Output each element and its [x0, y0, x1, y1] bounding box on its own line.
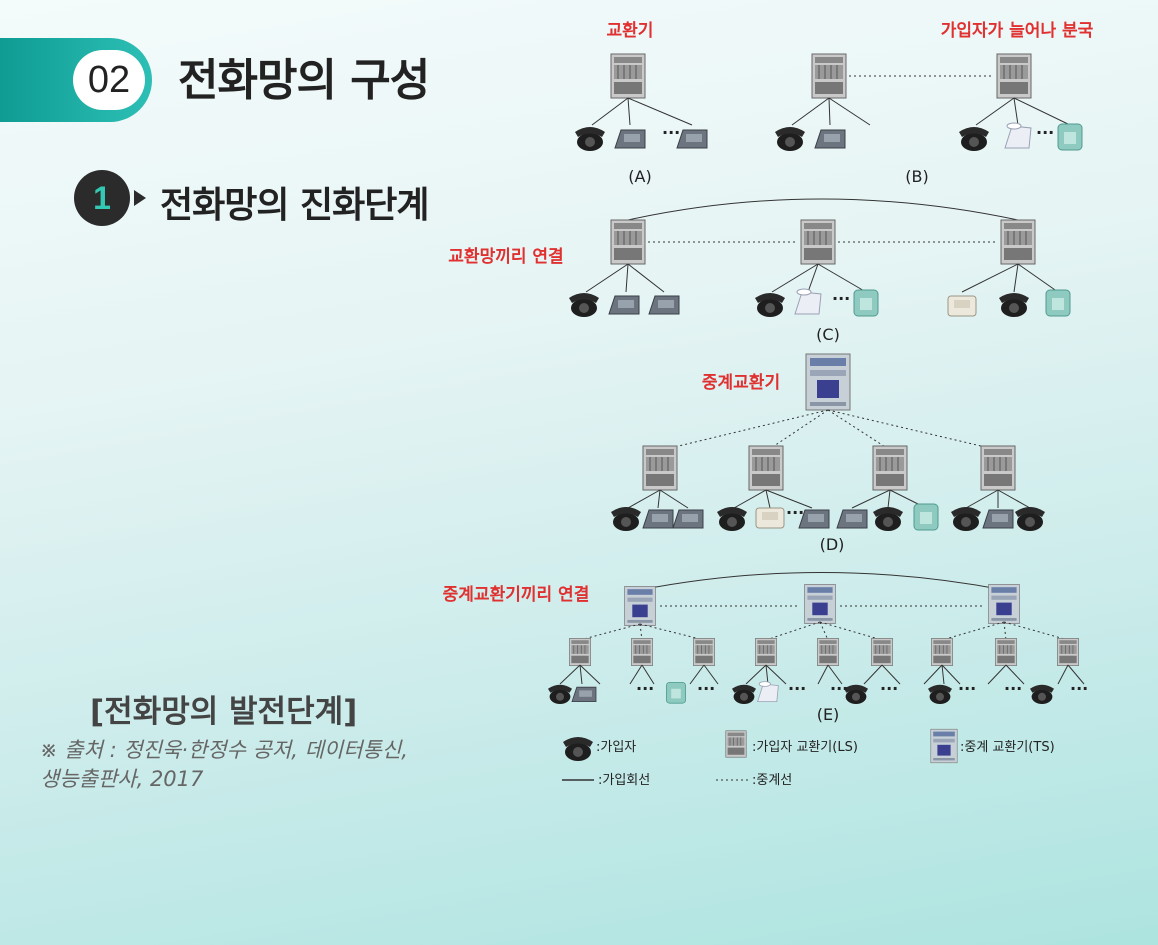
legend-local-exchange-icon — [725, 730, 747, 758]
ellipsis: ··· — [786, 503, 804, 522]
tandem-exchange-d — [805, 353, 851, 411]
subscriber-lines-a — [591, 97, 693, 126]
subscriber-lines-d — [627, 489, 1031, 509]
subscriber-phone — [814, 129, 846, 149]
tandem-exchange-e2 — [804, 584, 836, 624]
subscriber-phone — [1015, 507, 1045, 531]
ellipsis: ··· — [1036, 123, 1054, 142]
subscriber-phone — [982, 509, 1014, 529]
local-exchange-d1 — [642, 445, 678, 491]
legend-subscriber: :가입자 — [596, 740, 636, 755]
ellipsis: ··· — [1004, 679, 1022, 698]
legend-subscriber-icon — [563, 737, 593, 761]
tandem-exchange-e1 — [624, 586, 656, 626]
subscriber-phone — [642, 509, 674, 529]
legend-tandem-exchange-icon — [930, 728, 958, 764]
ellipsis: ··· — [880, 679, 898, 698]
local-exchange-b1 — [811, 53, 847, 99]
local-exchange-b2 — [996, 53, 1032, 99]
trunk-arc — [639, 572, 1005, 591]
subscriber-phone — [672, 509, 704, 529]
subscriber-phone — [853, 289, 879, 317]
subscriber-phone — [1057, 123, 1083, 151]
subscriber-phone — [755, 507, 785, 529]
subscriber-phone — [873, 507, 903, 531]
subscriber-phone — [836, 509, 868, 529]
label-c: (C) — [816, 325, 840, 344]
trunk-lines-d — [661, 409, 999, 451]
subscriber-phone — [999, 293, 1029, 317]
label-exchange: 교환기 — [607, 21, 654, 41]
subscriber-phone — [717, 507, 747, 531]
legend-trunk-line: :중계선 — [752, 773, 792, 788]
subscriber-phone — [959, 127, 989, 151]
subscriber-phone — [775, 127, 805, 151]
ellipsis: ··· — [958, 679, 976, 698]
local-exchange-d3 — [872, 445, 908, 491]
local-exchange-d2 — [748, 445, 784, 491]
legend: :가입자 :가입자 교환기(LS) :중계 교환기(TS) :가입회선 :중계선 — [562, 728, 1055, 788]
source-line-2: 생능출판사, 2017 — [40, 767, 204, 791]
subsection-title: 전화망의 진화단계 — [160, 185, 429, 226]
local-exchanges-e — [569, 638, 1079, 666]
subscriber-phone — [947, 295, 977, 317]
legend-tandem-exchange: :중계 교환기(TS) — [960, 740, 1055, 755]
local-exchange-a — [610, 53, 646, 99]
figure-caption: [전화망의 발전단계] — [90, 694, 358, 730]
ellipsis: ··· — [662, 123, 680, 142]
ellipsis: ··· — [1070, 679, 1088, 698]
ellipsis: ··· — [788, 679, 806, 698]
label-a: (A) — [628, 167, 651, 186]
local-exchange-d4 — [980, 445, 1016, 491]
section-number-badge: 02 — [73, 50, 145, 110]
ellipsis: ··· — [832, 289, 850, 308]
label-d: (D) — [820, 535, 845, 554]
source-line-1: ※ 출처 : 정진욱·한정수 공저, 데이터통신, — [40, 738, 408, 762]
label-tandem-link: 중계교환기끼리 연결 — [443, 585, 590, 605]
legend-local-exchange: :가입자 교환기(LS) — [752, 740, 858, 755]
ellipses-e: ··· ··· ··· ··· ··· ··· ··· ··· — [636, 679, 1088, 698]
subscriber-phone — [755, 293, 785, 317]
tandem-exchange-e3 — [988, 584, 1020, 624]
subscriber-phone — [676, 129, 708, 149]
subscriber-phone — [1004, 122, 1032, 149]
subscriber-lines-c — [585, 263, 1059, 293]
subscriber-phone — [913, 503, 939, 531]
label-tandem: 중계교환기 — [702, 373, 780, 393]
label-exchange-link: 교환망끼리 연결 — [448, 247, 563, 267]
local-exchange-c1 — [610, 219, 646, 265]
subscriber-phone — [951, 507, 981, 531]
subscriber-phone — [794, 288, 822, 315]
trunk-lines-e — [579, 621, 1069, 641]
subscriber-phone — [648, 295, 680, 315]
label-b: (B) — [905, 167, 928, 186]
local-exchange-c3 — [1000, 219, 1036, 265]
subscriber-phone — [575, 127, 605, 151]
subscriber-line-arc — [627, 198, 1019, 221]
subscriber-phone — [611, 507, 641, 531]
page-title: 전화망의 구성 — [178, 55, 430, 106]
subscriber-phone — [608, 295, 640, 315]
figure-source: ※ 출처 : 정진욱·한정수 공저, 데이터통신, 생능출판사, 2017 — [40, 736, 480, 794]
subscriber-phone — [569, 293, 599, 317]
subscriber-phone — [614, 129, 646, 149]
legend-subscriber-line: :가입회선 — [598, 773, 650, 788]
subscriber-phone — [1045, 289, 1071, 317]
ellipsis: ··· — [697, 679, 715, 698]
label-branch: 가입자가 늘어나 분국 — [941, 21, 1094, 41]
ellipsis: ··· — [830, 679, 848, 698]
local-exchange-c2 — [800, 219, 836, 265]
label-e: (E) — [817, 705, 840, 724]
subscriber-lines-b — [791, 97, 1071, 126]
subsection-number-badge: 1 — [74, 170, 130, 226]
ellipsis: ··· — [636, 679, 654, 698]
subscriber-lines-e — [559, 664, 1085, 685]
subsection-arrow-icon — [134, 190, 146, 206]
